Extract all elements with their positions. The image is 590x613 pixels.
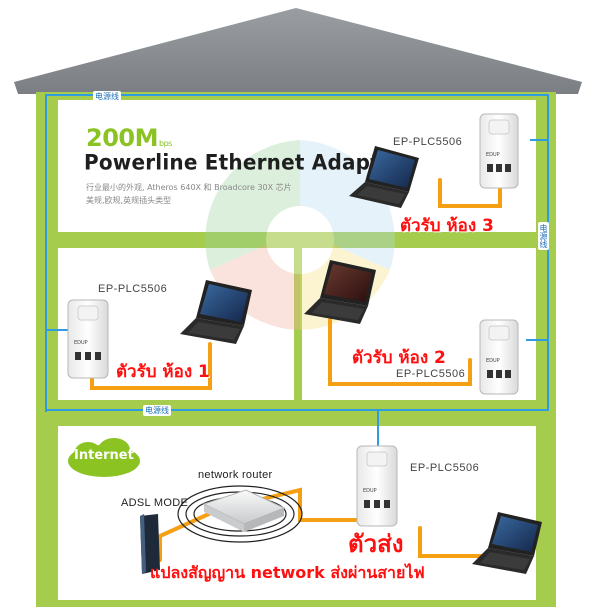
label-receiver-room3: ตัวรับ ห้อง 3: [400, 216, 494, 236]
product-title: Powerline Ethernet Adapter: [84, 149, 404, 175]
powerline-adapter-room1: EDUP: [67, 299, 109, 379]
label-bottom-caption: แปลงสัญญาน network ส่งผ่านสายไฟ: [150, 563, 425, 582]
powerline-adapter-room3: EDUP: [479, 113, 519, 189]
svg-text:EDUP: EDUP: [363, 488, 377, 494]
adsl-label: ADSL MODE: [121, 497, 189, 509]
ethernet-cables: [90, 178, 502, 562]
product-subtitle-2: 美规,欧规,英规插头类型: [86, 196, 172, 205]
label-receiver-room1: ตัวรับ ห้อง 1: [116, 362, 210, 382]
wire-label-middle: 电源线: [143, 405, 171, 416]
speed-unit: bps: [158, 139, 172, 148]
router-label: network router: [198, 469, 273, 481]
svg-text:EDUP: EDUP: [486, 358, 500, 364]
watermark-logo: [205, 140, 395, 330]
product-subtitle-1: 行业最小的外观, Atheros 640X 和 Broadcore 30X 芯片: [86, 183, 292, 192]
laptop-room3: [349, 146, 419, 208]
svg-text:EDUP: EDUP: [74, 340, 88, 346]
wire-label-right: 电源线: [538, 222, 549, 250]
adapter-model-room3: EP-PLC5506: [393, 136, 463, 148]
speed-label: 200Mbps: [86, 124, 172, 152]
adsl-modem: [140, 514, 160, 574]
room-bottom: [58, 426, 536, 600]
powerline-adapter-room2: EDUP: [479, 319, 519, 395]
label-receiver-room2: ตัวรับ ห้อง 2: [352, 348, 446, 368]
adapter-model-room2: EP-PLC5506: [396, 368, 466, 380]
laptop-room2: [304, 260, 376, 324]
roof: [14, 8, 582, 94]
powerline-adapter-sender: EDUP: [356, 445, 398, 527]
internet-label: Internet: [74, 448, 134, 463]
speed-value: 200M: [86, 124, 158, 152]
svg-text:EDUP: EDUP: [486, 152, 500, 158]
laptop-sender: [472, 512, 542, 574]
internet-cloud: [68, 438, 140, 477]
label-sender: ตัวส่ง: [348, 530, 404, 558]
adapter-model-sender: EP-PLC5506: [410, 462, 480, 474]
laptop-room1: [180, 280, 252, 344]
wire-label-top: 电源线: [93, 91, 121, 102]
room-top: [58, 100, 536, 232]
network-router: [177, 485, 303, 543]
adapter-model-room1: EP-PLC5506: [98, 283, 168, 295]
